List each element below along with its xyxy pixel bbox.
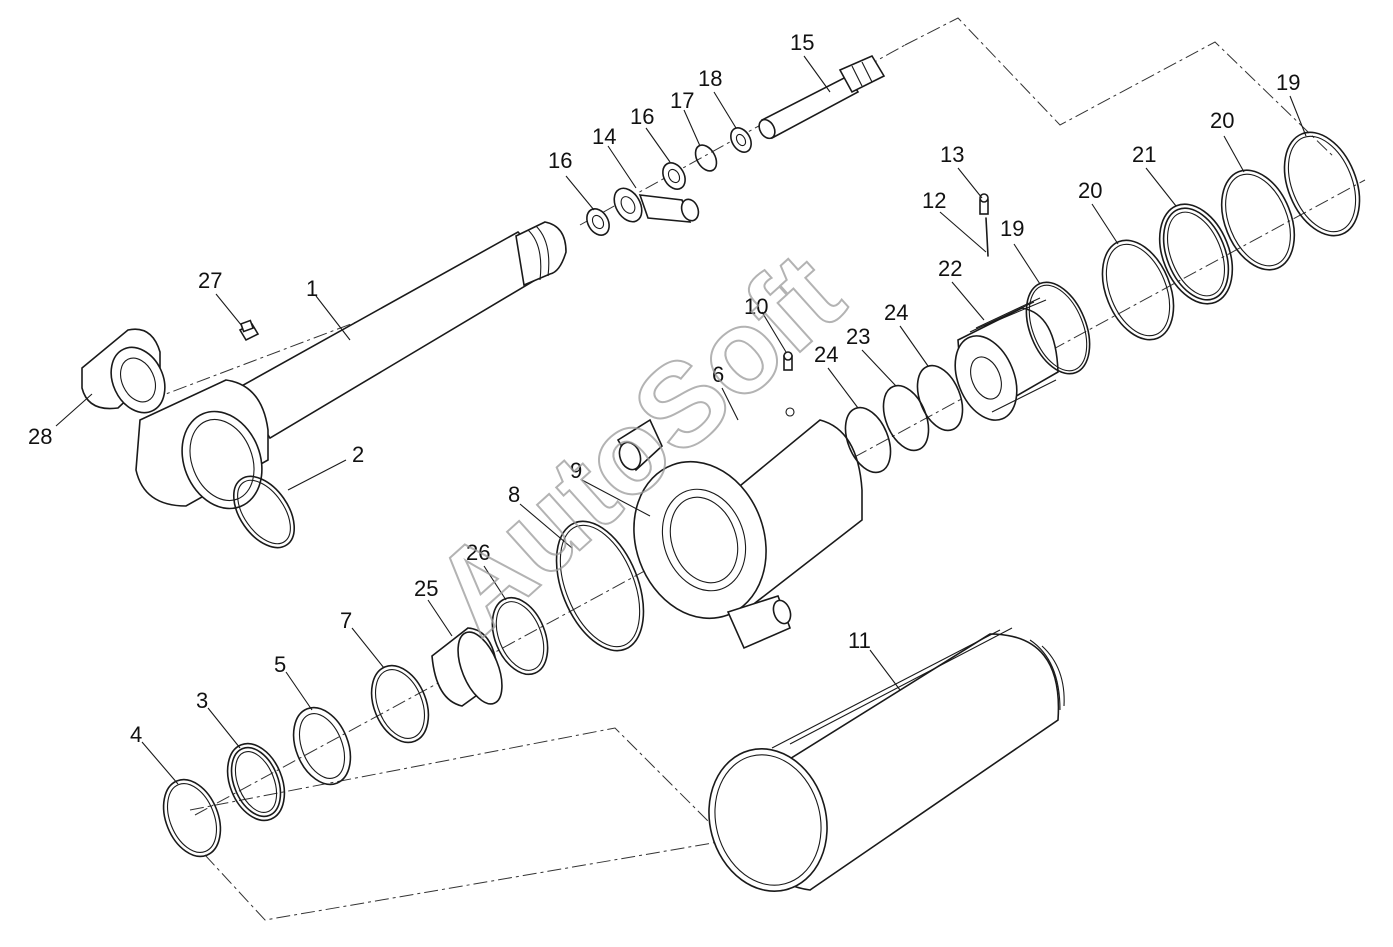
part-6-cylinder-head <box>616 407 863 650</box>
callout-2: 2 <box>352 442 364 467</box>
leader-16a <box>565 175 595 211</box>
callout-20b: 20 <box>1210 108 1234 133</box>
part-11-cylinder-tube <box>708 627 1065 892</box>
leader-6 <box>721 387 739 421</box>
callout-12: 12 <box>922 188 946 213</box>
callout-7: 7 <box>340 608 352 633</box>
part-3-wiper-seal <box>226 742 286 822</box>
leader-5 <box>285 671 313 711</box>
callout-6: 6 <box>712 362 724 387</box>
callout-25: 25 <box>414 576 438 601</box>
leader-4 <box>141 741 179 785</box>
callout-1: 1 <box>306 276 318 301</box>
leader-18 <box>713 91 737 129</box>
leader-20a <box>1091 203 1119 245</box>
callout-22: 22 <box>938 256 962 281</box>
part-16-washer-a <box>586 208 610 236</box>
leader-1 <box>315 295 351 341</box>
part-27-grease-nipple <box>238 319 260 342</box>
callout-28: 28 <box>28 424 52 449</box>
part-24-o-ring-b <box>916 364 964 432</box>
upper-leader-path <box>904 17 1336 159</box>
callout-9: 9 <box>570 458 582 483</box>
part-18-washer <box>730 127 752 153</box>
part-19-ring-b <box>1283 131 1361 237</box>
callout-19b: 19 <box>1276 70 1300 95</box>
callout-3: 3 <box>196 688 208 713</box>
leader-2 <box>287 459 347 491</box>
callout-17: 17 <box>670 88 694 113</box>
part-15-hollow-bolt <box>758 54 886 140</box>
leader-24b <box>899 325 929 367</box>
part-28-bushing <box>81 328 166 414</box>
part-4-snap-ring <box>162 778 222 858</box>
part-25-bushing <box>431 627 503 707</box>
callout-5: 5 <box>274 652 286 677</box>
leader-24a <box>827 367 859 409</box>
callout-16b: 16 <box>630 104 654 129</box>
part-2-snap-ring <box>232 475 296 549</box>
leader-9 <box>581 479 651 517</box>
callout-4: 4 <box>130 722 142 747</box>
part-7-ring <box>370 664 430 744</box>
leader-28 <box>55 393 93 427</box>
callout-13: 13 <box>940 142 964 167</box>
leader-19b <box>1289 95 1307 137</box>
lower-leader-path <box>204 839 731 921</box>
callout-19a: 19 <box>1000 216 1024 241</box>
part-10-set-screw <box>783 351 793 371</box>
part-12-pin <box>985 217 989 257</box>
part-1-piston-rod <box>135 221 567 510</box>
callout-20a: 20 <box>1078 178 1102 203</box>
leader-20b <box>1223 135 1245 173</box>
part-20-ring-b <box>1220 169 1296 271</box>
part-16-washer-b <box>662 162 686 190</box>
part-5-ring <box>292 706 352 786</box>
part-13-bleed-screw <box>979 193 989 215</box>
leader-11 <box>869 649 901 691</box>
callout-27: 27 <box>198 268 222 293</box>
callout-23: 23 <box>846 324 870 349</box>
callout-11: 11 <box>848 628 871 653</box>
leader-22 <box>951 281 985 321</box>
leader-7 <box>351 627 385 669</box>
leader-26 <box>483 565 507 601</box>
callout-14: 14 <box>592 124 616 149</box>
leader-23 <box>861 349 897 387</box>
callout-24a: 24 <box>814 342 838 367</box>
part-24-o-ring-a <box>844 406 892 474</box>
callout-26: 26 <box>466 540 490 565</box>
part-21-ring <box>1158 203 1234 305</box>
leader-25 <box>427 599 453 637</box>
part-22-piston <box>954 297 1059 421</box>
leader-lines <box>55 55 1307 785</box>
leader-21 <box>1145 167 1177 207</box>
leader-3 <box>207 707 241 749</box>
part-17-o-ring <box>694 144 718 172</box>
leader-12 <box>939 211 987 253</box>
callout-8: 8 <box>508 482 520 507</box>
part-14-banjo-fitting <box>613 187 700 223</box>
leader-27 <box>215 293 243 327</box>
callout-15: 15 <box>790 30 814 55</box>
callout-21: 21 <box>1132 142 1156 167</box>
leader-13 <box>957 167 983 199</box>
leader-10 <box>761 311 787 353</box>
callout-16a: 16 <box>548 148 572 173</box>
part-20-ring-a <box>1101 239 1175 341</box>
callout-numbers: 1 2 3 4 5 6 7 8 9 10 11 12 13 14 15 16 1… <box>28 30 1300 747</box>
leader-15 <box>803 55 831 93</box>
leader-16b <box>645 127 671 163</box>
callout-18: 18 <box>698 66 722 91</box>
leader-17 <box>683 109 701 147</box>
leader-14 <box>607 145 637 189</box>
leader-8 <box>519 503 573 549</box>
part-8-o-ring <box>555 520 645 652</box>
lower-leader-path-2 <box>189 727 726 839</box>
callout-24b: 24 <box>884 300 908 325</box>
leader-19a <box>1013 243 1041 285</box>
callout-10: 10 <box>744 294 768 319</box>
